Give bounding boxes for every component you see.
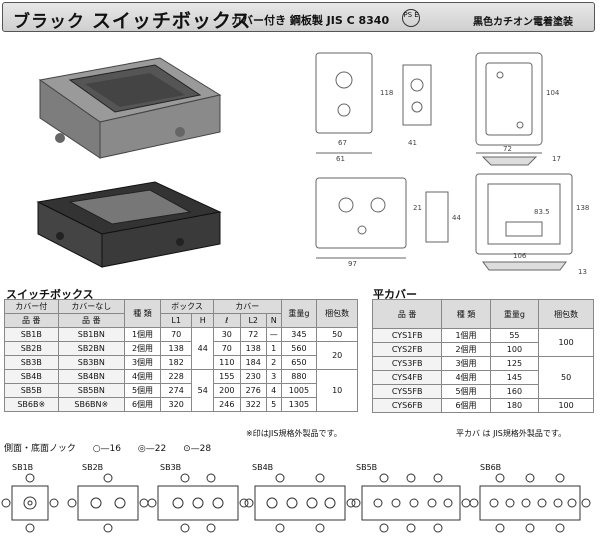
bottom-label: SB5B: [356, 463, 378, 472]
svg-text:118: 118: [380, 89, 393, 97]
finish-label: 黒色カチオン電着塗装: [473, 17, 573, 28]
flat-cover-section-title: 平カバー: [373, 288, 417, 301]
left-table-note: ※印はJIS規格外製品です。: [246, 429, 342, 438]
svg-text:83.5: 83.5: [534, 208, 550, 216]
svg-text:138: 138: [576, 204, 589, 212]
col-part-no: 品 番: [4, 313, 59, 328]
svg-text:97: 97: [348, 260, 357, 268]
page-title: ブラック スイッチボックス: [13, 10, 252, 32]
col-pack: 梱包数: [316, 299, 358, 328]
col-covered: カバー付: [4, 299, 59, 314]
product-photo-open: [36, 181, 222, 268]
svg-text:104: 104: [546, 89, 560, 97]
col-nocover: カバーなし: [57, 299, 126, 314]
knockout-legend: 側面・底面ノック ○—16 ◎—22 ⊙—28: [4, 441, 225, 454]
svg-text:106: 106: [513, 252, 527, 260]
bottom-label: SB3B: [160, 463, 182, 472]
product-photo-covered: [38, 57, 222, 159]
col-box: ボックス: [159, 299, 215, 314]
right-table-note: 平カバ は JIS規格外製品です。: [456, 429, 567, 438]
svg-text:72: 72: [503, 145, 512, 153]
knockout-16: ○—16: [92, 444, 122, 454]
col-type: 種 類: [441, 299, 491, 329]
knockout-label: 側面・底面ノック: [4, 444, 76, 454]
svg-text:44: 44: [452, 214, 461, 222]
bottom-label: SB1B: [12, 463, 34, 472]
col-type: 種 類: [124, 299, 161, 328]
bottom-label: SB4B: [252, 463, 274, 472]
bottom-layouts: [1, 473, 591, 533]
col-weight: 重量g: [489, 299, 540, 329]
col-cover: カバー: [213, 299, 282, 314]
bottom-label: SB2B: [82, 463, 104, 472]
knockout-22: ◎—22: [137, 444, 167, 454]
pse-mark: PS E: [402, 9, 420, 27]
svg-text:61: 61: [336, 155, 345, 163]
svg-text:17: 17: [552, 155, 561, 163]
header-bar: ブラック スイッチボックス カバー付き 鋼板製 JIS C 8340 PS E …: [2, 2, 595, 32]
switch-box-table: カバー付 カバーなし 種 類 ボックス カバー 重量g 梱包数 品 番 品 番 …: [4, 299, 358, 412]
bottom-label: SB6B: [480, 463, 502, 472]
svg-text:41: 41: [408, 139, 417, 147]
col-pack: 梱包数: [538, 299, 594, 329]
knockout-28: ⊙—28: [183, 444, 212, 454]
page-subtitle: カバー付き 鋼板製 JIS C 8340: [231, 14, 390, 27]
col-part-no: 品 番: [57, 313, 126, 328]
col-weight: 重量g: [280, 299, 318, 328]
col-l1: L1: [159, 313, 193, 328]
col-h: H: [191, 313, 215, 328]
svg-text:67: 67: [338, 139, 347, 147]
col-l: ℓ: [213, 313, 241, 328]
svg-text:13: 13: [578, 268, 587, 276]
col-part-no: 品 番: [371, 299, 443, 329]
box-drawing-bottom: 97 44 13 83.5 138 106 21: [315, 173, 589, 276]
svg-text:21: 21: [413, 204, 422, 212]
col-n: N: [265, 313, 282, 328]
switch-box-section-title: スイッチボックス: [6, 288, 94, 301]
col-l2: L2: [239, 313, 267, 328]
box-drawing-top: 61 118 72 17 104 41 67: [315, 52, 561, 166]
